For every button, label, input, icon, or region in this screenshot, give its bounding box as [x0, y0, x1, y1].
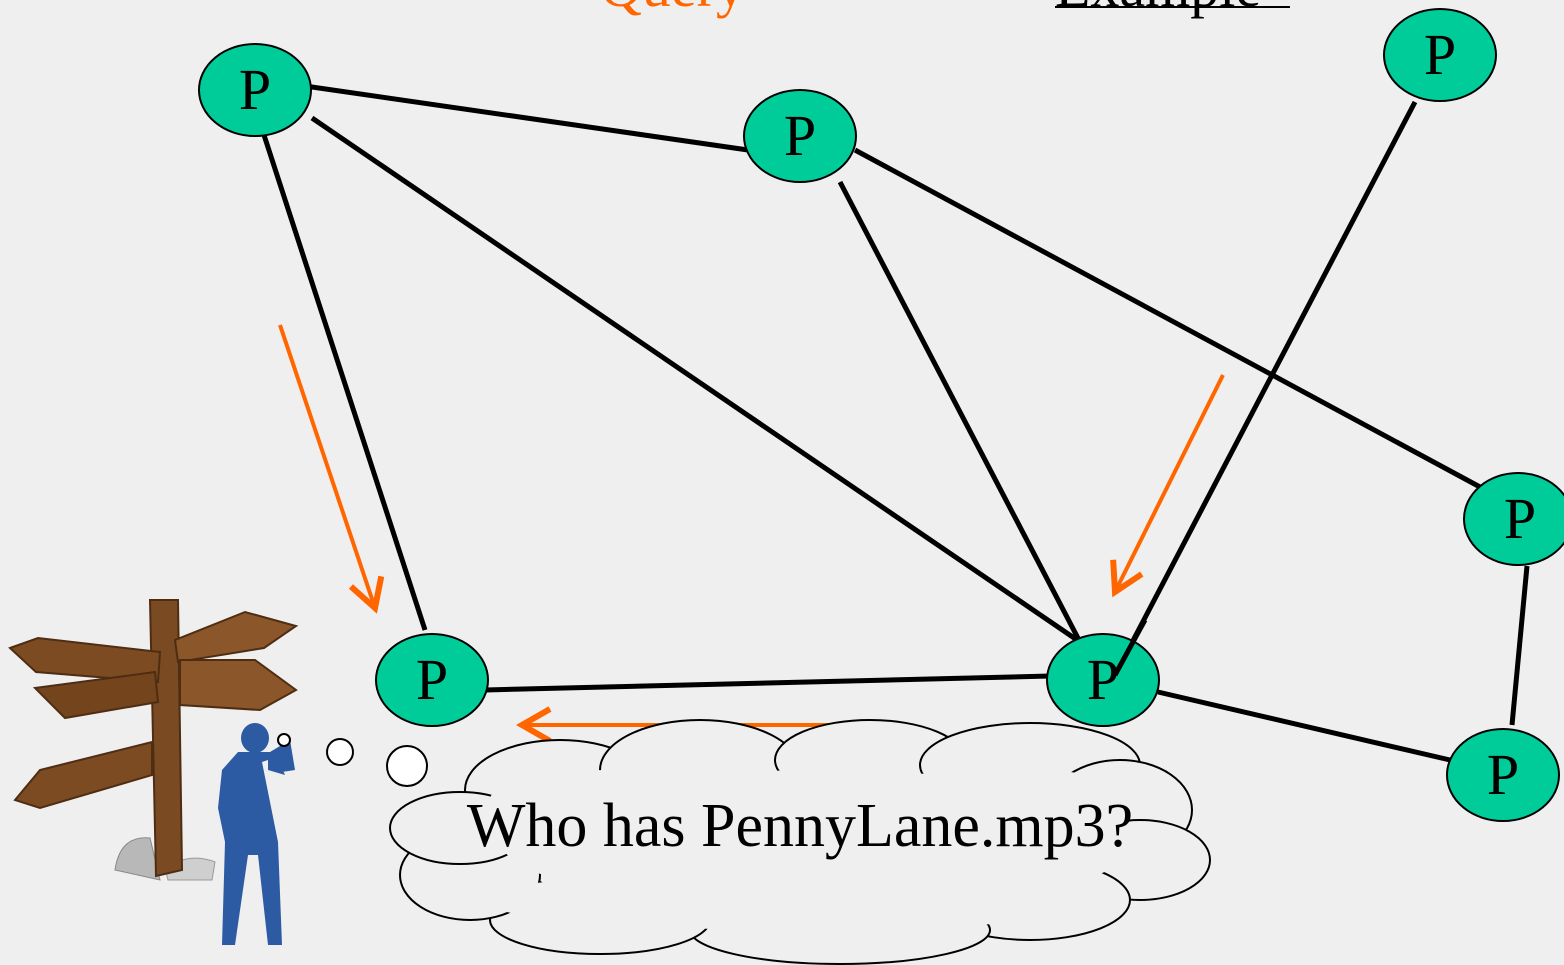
peer-node-3: P	[375, 633, 489, 727]
peer-node-6: P	[1463, 472, 1564, 566]
thought-bubble-dots	[277, 733, 428, 787]
peer-label: P	[416, 647, 448, 712]
peer-node-5: P	[1383, 8, 1497, 102]
peer-label: P	[1087, 647, 1119, 712]
peer-label: P	[1504, 486, 1536, 551]
edge-p3-p4	[484, 673, 1051, 693]
peer-node-7: P	[1446, 728, 1560, 822]
network-edges	[261, 82, 1530, 763]
peer-label: P	[1487, 742, 1519, 807]
top-title-fragment-left: Query	[600, 0, 745, 19]
edge-p5-p4-overlay	[1112, 618, 1148, 677]
peer-label: P	[239, 57, 271, 122]
peer-label: P	[784, 103, 816, 168]
peer-node-4: P	[1046, 633, 1160, 727]
peer-node-2: P	[743, 89, 857, 183]
edge-p5-p4	[1112, 100, 1418, 677]
query-cloud	[389, 719, 1211, 965]
edge-p1-p4	[310, 115, 1082, 645]
edge-p2-p6	[853, 147, 1482, 490]
person-thinking-icon	[218, 723, 295, 945]
edge-p6-p7	[1509, 565, 1530, 726]
top-title-fragment-right: Example	[1055, 0, 1261, 19]
edge-p2-p4	[837, 180, 1083, 644]
query-bubble-text: Who has PennyLane.mp3?	[467, 792, 1133, 860]
signpost-illustration	[8, 599, 299, 881]
edge-p4-p7	[1157, 689, 1451, 763]
peer-node-1: P	[198, 43, 312, 137]
edge-p1-p2	[297, 82, 749, 153]
arrow-query-left	[278, 324, 385, 614]
arrow-query-right	[1110, 374, 1225, 598]
peer-label: P	[1424, 22, 1456, 87]
edge-p1-p3	[261, 134, 428, 631]
